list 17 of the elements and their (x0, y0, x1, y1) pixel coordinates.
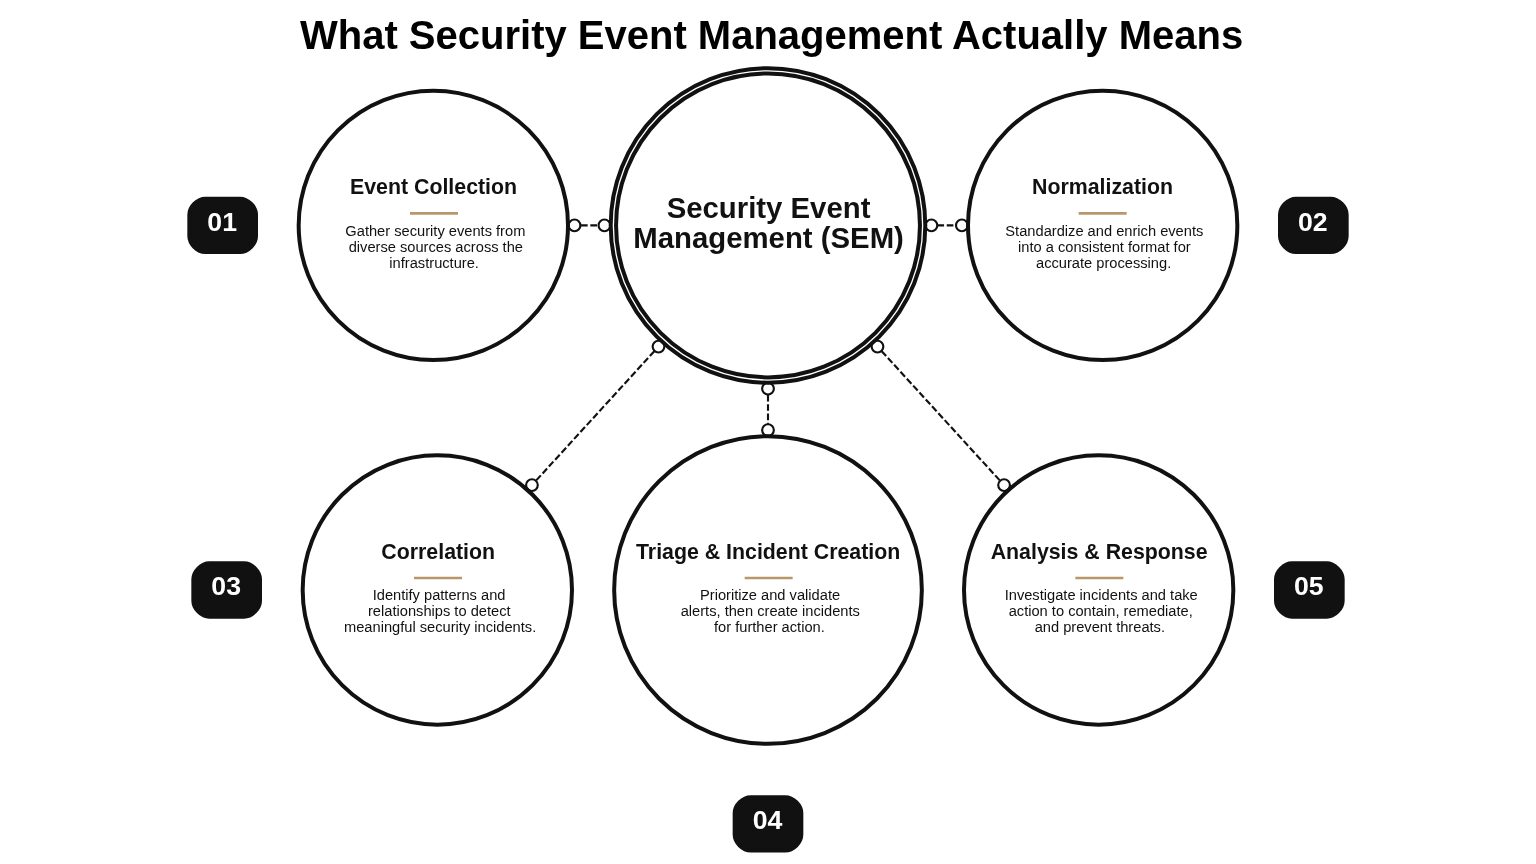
node-circle: Normalization Standardize and enrich events into a consistent format for accurate processing. (966, 88, 1240, 363)
node-box: 04 (732, 795, 804, 853)
connector (761, 381, 775, 437)
node-box: 05 (1274, 561, 1345, 619)
connector (924, 218, 969, 233)
node-circle: Analysis & Response Investigate incidents and take action to contain, remediate, and prevent threats. (962, 453, 1236, 727)
diagram-title: What Security Event Management Actually Means (300, 13, 1244, 58)
node-box: 03 (191, 561, 262, 619)
node-box: 01 (187, 196, 258, 255)
node-circle: Security Event Management (SEM) (608, 66, 928, 385)
connector (870, 339, 1011, 493)
connector (525, 339, 666, 493)
node-circle: Event Collection Gather security events from diverse sources across the infrastructure. (296, 88, 570, 363)
connector (567, 218, 612, 233)
node-circle: Triage & Incident Creation Prioritize and validate alerts, then create incidents for further action. (612, 434, 924, 746)
node-circle: Correlation Identify patterns and relationships to detect meaningful security incidents. (300, 453, 574, 727)
node-box: 02 (1278, 196, 1349, 255)
